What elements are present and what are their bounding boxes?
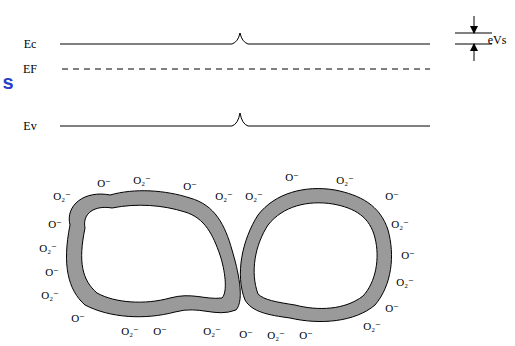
grain — [66, 191, 240, 317]
adsorbed-ion-label: O⁻ — [385, 191, 399, 202]
fermi-level — [62, 69, 430, 70]
barrier-label: eVs — [488, 34, 507, 46]
adsorbed-ion-label: O₂⁻ — [41, 290, 59, 301]
valence-band — [60, 113, 430, 126]
adsorbed-ion-label: O⁻ — [183, 181, 197, 192]
conduction-band — [60, 33, 430, 44]
adsorbed-ion-label: O⁻ — [385, 303, 399, 314]
energy-label: EF — [23, 63, 37, 75]
grain — [240, 189, 391, 322]
adsorbed-ion-label: O₂⁻ — [245, 191, 263, 202]
adsorbed-ion-label: O₂⁻ — [391, 219, 409, 230]
adsorbed-ion-label: O₂⁻ — [336, 175, 354, 186]
adsorbed-ion-label: O⁻ — [153, 326, 167, 337]
adsorbed-ion-label: O₂⁻ — [215, 191, 233, 202]
barrier-arrow — [474, 16, 475, 33]
adsorbed-ion-label: O₂⁻ — [267, 330, 285, 341]
adsorbed-ion-label: O⁻ — [285, 172, 299, 183]
barrier-arrow — [474, 44, 475, 61]
energy-label: Ev — [23, 120, 36, 132]
adsorbed-ion-label: O₂⁻ — [203, 326, 221, 337]
adsorbed-ion-label: O⁻ — [71, 313, 85, 324]
adsorbed-ion-label: O₂⁻ — [53, 191, 71, 202]
adsorbed-ion-label: O⁻ — [45, 267, 59, 278]
adsorbed-ion-label: O⁻ — [299, 330, 313, 341]
adsorbed-ion-label: O₂⁻ — [363, 321, 381, 332]
adsorbed-ion-label: O⁻ — [239, 329, 253, 340]
adsorbed-ion-label: O₂⁻ — [121, 326, 139, 337]
cropped-letter: s — [2, 72, 13, 92]
adsorbed-ion-label: O⁻ — [97, 178, 111, 189]
adsorbed-ion-label: O⁻ — [401, 250, 415, 261]
adsorbed-ion-label: O⁻ — [48, 219, 62, 230]
energy-label: Ec — [24, 38, 37, 50]
adsorbed-ion-label: O₂⁻ — [39, 243, 57, 254]
adsorbed-ion-label: O₂⁻ — [133, 175, 151, 186]
adsorbed-ion-label: O₂⁻ — [396, 277, 414, 288]
